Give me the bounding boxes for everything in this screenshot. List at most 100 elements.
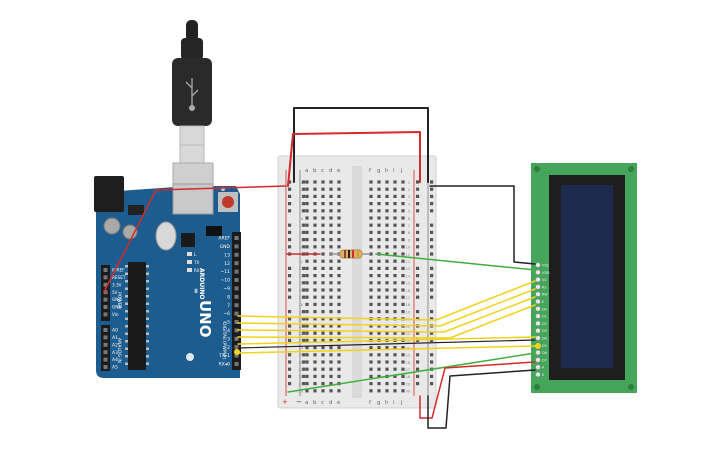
breadboard-hole[interactable] [305, 374, 309, 378]
rail-hole[interactable] [430, 295, 434, 299]
lcd-pin[interactable] [535, 269, 541, 275]
breadboard-hole[interactable] [385, 180, 389, 184]
breadboard-hole[interactable] [329, 230, 333, 234]
breadboard-hole[interactable] [377, 209, 381, 213]
breadboard-hole[interactable] [329, 245, 333, 249]
breadboard-hole[interactable] [369, 360, 373, 364]
breadboard-hole[interactable] [377, 216, 381, 220]
breadboard-hole[interactable] [329, 382, 333, 386]
breadboard-hole[interactable] [385, 252, 389, 256]
breadboard-hole[interactable] [377, 266, 381, 270]
breadboard-hole[interactable] [369, 274, 373, 278]
breadboard-hole[interactable] [401, 360, 405, 364]
breadboard-hole[interactable] [401, 274, 405, 278]
rail-hole[interactable] [416, 223, 420, 227]
breadboard-hole[interactable] [313, 223, 317, 227]
breadboard-hole[interactable] [313, 187, 317, 191]
rail-hole[interactable] [288, 202, 292, 206]
breadboard-hole[interactable] [313, 288, 317, 292]
breadboard-hole[interactable] [401, 346, 405, 350]
rail-hole[interactable] [416, 331, 420, 335]
rail-hole[interactable] [302, 281, 306, 285]
analog-pin[interactable] [103, 350, 108, 355]
breadboard-hole[interactable] [329, 317, 333, 321]
breadboard-hole[interactable] [321, 252, 325, 256]
breadboard-hole[interactable] [321, 302, 325, 306]
breadboard-hole[interactable] [401, 367, 405, 371]
breadboard-hole[interactable] [329, 338, 333, 342]
breadboard-hole[interactable] [337, 360, 341, 364]
lcd-pin[interactable] [535, 291, 541, 297]
digital-pin[interactable] [234, 261, 239, 266]
breadboard-hole[interactable] [369, 216, 373, 220]
breadboard-hole[interactable] [321, 266, 325, 270]
breadboard-hole[interactable] [401, 389, 405, 393]
breadboard-hole[interactable] [313, 367, 317, 371]
rail-hole[interactable] [288, 382, 292, 386]
rail-hole[interactable] [302, 331, 306, 335]
rail-hole[interactable] [416, 194, 420, 198]
breadboard-hole[interactable] [393, 230, 397, 234]
rail-hole[interactable] [416, 295, 420, 299]
breadboard-hole[interactable] [401, 180, 405, 184]
breadboard-hole[interactable] [393, 223, 397, 227]
breadboard-hole[interactable] [369, 230, 373, 234]
rail-hole[interactable] [302, 238, 306, 242]
breadboard-hole[interactable] [337, 288, 341, 292]
breadboard-hole[interactable] [329, 288, 333, 292]
breadboard-hole[interactable] [401, 230, 405, 234]
breadboard-hole[interactable] [305, 389, 309, 393]
breadboard-hole[interactable] [337, 202, 341, 206]
breadboard-hole[interactable] [393, 360, 397, 364]
breadboard-hole[interactable] [369, 252, 373, 256]
rail-hole[interactable] [302, 187, 306, 191]
breadboard-hole[interactable] [337, 187, 341, 191]
breadboard-hole[interactable] [305, 194, 309, 198]
breadboard-hole[interactable] [369, 382, 373, 386]
breadboard-hole[interactable] [337, 209, 341, 213]
analog-pin[interactable] [103, 365, 108, 369]
breadboard-hole[interactable] [385, 209, 389, 213]
power-pin[interactable] [103, 268, 108, 272]
breadboard-hole[interactable] [369, 288, 373, 292]
breadboard-hole[interactable] [385, 259, 389, 263]
breadboard-hole[interactable] [377, 389, 381, 393]
breadboard-hole[interactable] [369, 331, 373, 335]
digital-pin[interactable] [234, 278, 239, 282]
power-pin[interactable] [103, 305, 108, 309]
breadboard-hole[interactable] [401, 216, 405, 220]
breadboard-hole[interactable] [377, 324, 381, 328]
rail-hole[interactable] [302, 324, 306, 328]
breadboard-hole[interactable] [321, 245, 325, 249]
rail-hole[interactable] [430, 187, 434, 191]
rail-hole[interactable] [302, 310, 306, 314]
lcd-pin[interactable] [535, 320, 541, 326]
breadboard-hole[interactable] [305, 216, 309, 220]
breadboard-hole[interactable] [313, 266, 317, 270]
breadboard-hole[interactable] [369, 367, 373, 371]
breadboard-hole[interactable] [377, 245, 381, 249]
breadboard-hole[interactable] [377, 223, 381, 227]
rail-hole[interactable] [302, 266, 306, 270]
breadboard-hole[interactable] [329, 216, 333, 220]
breadboard-hole[interactable] [385, 310, 389, 314]
breadboard-hole[interactable] [393, 346, 397, 350]
breadboard-hole[interactable] [377, 367, 381, 371]
breadboard-hole[interactable] [321, 230, 325, 234]
breadboard-hole[interactable] [401, 209, 405, 213]
rail-hole[interactable] [288, 374, 292, 378]
breadboard-hole[interactable] [313, 374, 317, 378]
breadboard-hole[interactable] [393, 331, 397, 335]
breadboard-hole[interactable] [329, 238, 333, 242]
breadboard-hole[interactable] [337, 302, 341, 306]
breadboard-hole[interactable] [393, 295, 397, 299]
breadboard-hole[interactable] [313, 353, 317, 357]
breadboard-hole[interactable] [313, 324, 317, 328]
rail-hole[interactable] [288, 238, 292, 242]
breadboard-hole[interactable] [321, 317, 325, 321]
breadboard-hole[interactable] [369, 223, 373, 227]
lcd-pin[interactable] [535, 328, 541, 334]
power-pin[interactable] [103, 275, 108, 280]
breadboard-hole[interactable] [377, 288, 381, 292]
rail-hole[interactable] [302, 288, 306, 292]
